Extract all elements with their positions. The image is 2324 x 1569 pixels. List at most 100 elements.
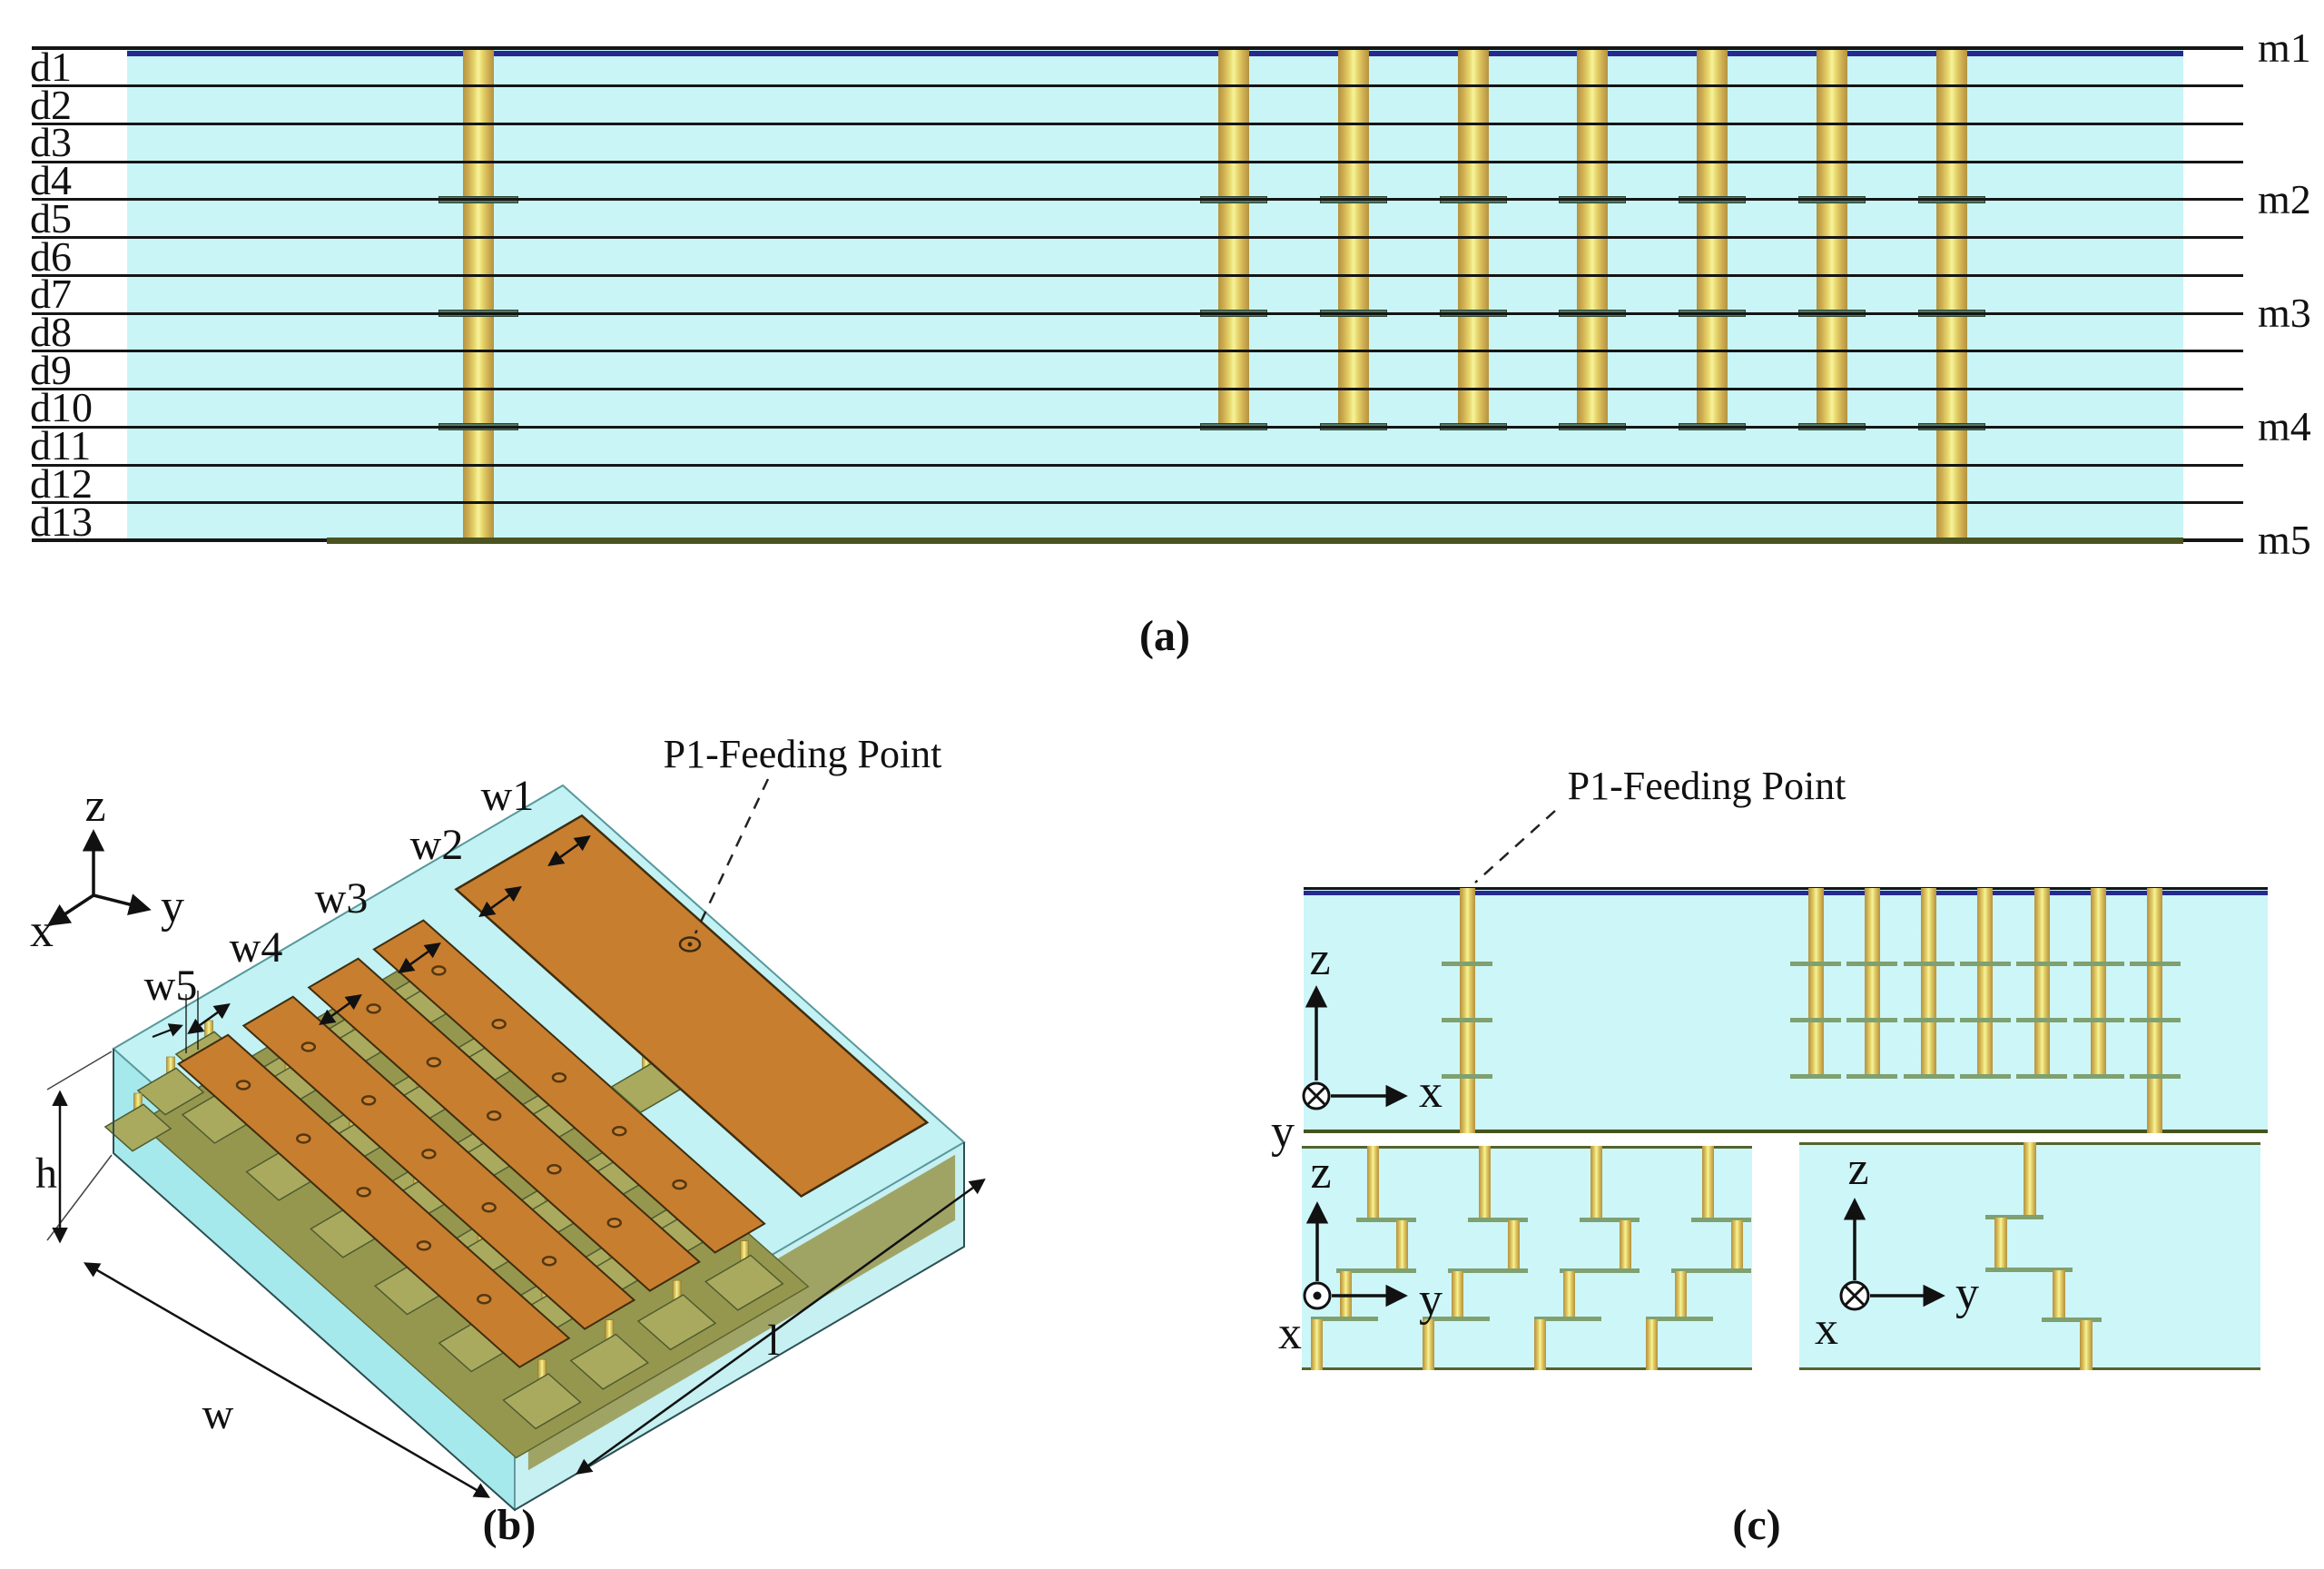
h-label: h bbox=[35, 1150, 57, 1198]
layer-boundary-line bbox=[32, 388, 2243, 391]
stagger-via bbox=[1674, 1271, 1687, 1319]
c-via-pad bbox=[2129, 1017, 2181, 1022]
layer-boundary-line bbox=[32, 84, 2243, 88]
c-via-pad bbox=[2073, 1074, 2124, 1080]
dielectric-label: d2 bbox=[30, 82, 72, 128]
layer-boundary-line bbox=[32, 160, 2243, 163]
stagger-via bbox=[1590, 1146, 1602, 1220]
stagger-via bbox=[1730, 1220, 1743, 1271]
c-via-pad bbox=[2016, 1017, 2068, 1022]
stagger-via bbox=[1562, 1271, 1575, 1319]
metal-label: m5 bbox=[2258, 517, 2311, 563]
c-via-pad bbox=[1846, 1017, 1898, 1022]
layer-boundary-line bbox=[32, 198, 2243, 202]
c-edge-line bbox=[1799, 1367, 2260, 1370]
dielectric-label: d3 bbox=[30, 119, 72, 165]
layer-boundary-line bbox=[32, 46, 2243, 50]
c-feed-via bbox=[1460, 888, 1475, 1133]
b-z-axis-label: z bbox=[84, 780, 106, 832]
stagger-via bbox=[1451, 1271, 1463, 1319]
c-via-pad bbox=[2073, 961, 2124, 966]
c-bl-x-axis-label: x bbox=[1278, 1308, 1302, 1359]
layer-boundary-line bbox=[32, 273, 2243, 277]
layer-boundary-line bbox=[32, 311, 2243, 315]
c-bottom-right-view bbox=[1799, 1142, 2260, 1370]
stair-pad bbox=[2042, 1317, 2102, 1322]
stagger-via bbox=[1507, 1220, 1520, 1271]
stagger-pad bbox=[1423, 1317, 1490, 1321]
caption-c: (c) bbox=[1732, 1501, 1781, 1549]
layer-boundary-line bbox=[32, 350, 2243, 353]
stagger-pad bbox=[1580, 1218, 1640, 1222]
c-via-pad bbox=[1442, 1017, 1492, 1022]
w5-label: w5 bbox=[143, 962, 198, 1010]
dielectric-label: d5 bbox=[30, 195, 72, 242]
stagger-pad bbox=[1691, 1218, 1751, 1222]
c-br-y-axis-label: y bbox=[1955, 1268, 1979, 1319]
layer-boundary-line bbox=[32, 501, 2243, 505]
stagger-pad bbox=[1646, 1317, 1713, 1321]
c-via-pad bbox=[2129, 1074, 2181, 1080]
stagger-via bbox=[1701, 1146, 1714, 1220]
c-via-pad bbox=[1790, 961, 1841, 966]
layer-boundary-line bbox=[32, 236, 2243, 240]
metal-label: m3 bbox=[2258, 290, 2311, 336]
c-ground-via bbox=[1807, 888, 1824, 1077]
dielectric-label: d9 bbox=[30, 347, 72, 393]
c-edge-line bbox=[1302, 1367, 1752, 1370]
c-bl-z-axis-label: z bbox=[1310, 1147, 1332, 1199]
c-via-pad bbox=[1903, 1074, 1955, 1080]
stagger-via bbox=[1366, 1146, 1379, 1220]
stagger-via bbox=[1619, 1220, 1631, 1271]
c-edge-line bbox=[1302, 1146, 1752, 1149]
layer-boundary-line bbox=[32, 463, 2243, 467]
stagger-pad bbox=[1448, 1268, 1528, 1273]
stair-via bbox=[2024, 1142, 2036, 1218]
dielectric-label: d1 bbox=[30, 44, 72, 90]
c-via-pad bbox=[1959, 1017, 2011, 1022]
dielectric-label: d12 bbox=[30, 460, 93, 507]
stagger-pad bbox=[1311, 1317, 1378, 1321]
stair-pad bbox=[1985, 1215, 2043, 1219]
c-via-pad bbox=[1790, 1074, 1841, 1080]
c-top-ground-metal bbox=[1304, 1130, 2268, 1133]
stagger-pad bbox=[1671, 1268, 1751, 1273]
c-via-pad bbox=[1903, 961, 1955, 966]
w4-label: w4 bbox=[229, 923, 283, 972]
dielectric-label: d10 bbox=[30, 384, 93, 430]
c-via-pad bbox=[1959, 1074, 2011, 1080]
stagger-via bbox=[1395, 1220, 1408, 1271]
c-via-pad bbox=[1442, 961, 1492, 966]
metal-label: m1 bbox=[2258, 25, 2311, 71]
dielectric-label: d6 bbox=[30, 233, 72, 280]
dielectric-label: d8 bbox=[30, 309, 72, 355]
c-br-x-axis-label: x bbox=[1815, 1303, 1838, 1355]
stagger-pad bbox=[1356, 1218, 1416, 1222]
b-y-axis-label: y bbox=[161, 881, 184, 933]
metal-label: m4 bbox=[2258, 403, 2311, 449]
c-top-edge-line bbox=[1304, 887, 2268, 890]
stagger-pad bbox=[1336, 1268, 1416, 1273]
dielectric-label: d11 bbox=[30, 422, 92, 469]
w3-label: w3 bbox=[314, 874, 369, 923]
c-ground-via bbox=[1921, 888, 1937, 1077]
dielectric-label: d7 bbox=[30, 271, 72, 317]
panel-a-stackup-cross-section bbox=[0, 0, 2324, 690]
w2-label: w2 bbox=[409, 821, 464, 869]
c-via-pad bbox=[1790, 1017, 1841, 1022]
ground-via bbox=[1936, 48, 1967, 541]
stagger-pad bbox=[1560, 1268, 1640, 1273]
c-via-pad bbox=[2016, 961, 2068, 966]
c-top-z-axis-label: z bbox=[1309, 933, 1331, 985]
c-via-pad bbox=[2073, 1017, 2124, 1022]
c-top-substrate bbox=[1304, 888, 2268, 1133]
stair-via bbox=[2053, 1270, 2065, 1320]
c-via-pad bbox=[2129, 961, 2181, 966]
dielectric-label: d13 bbox=[30, 498, 93, 545]
stagger-via bbox=[1478, 1146, 1491, 1220]
c-ground-via bbox=[1864, 888, 1880, 1077]
stair-via bbox=[1994, 1218, 2007, 1270]
w1-label: w1 bbox=[480, 772, 535, 820]
c-feeding-point-label: P1-Feeding Point bbox=[1567, 764, 1846, 808]
